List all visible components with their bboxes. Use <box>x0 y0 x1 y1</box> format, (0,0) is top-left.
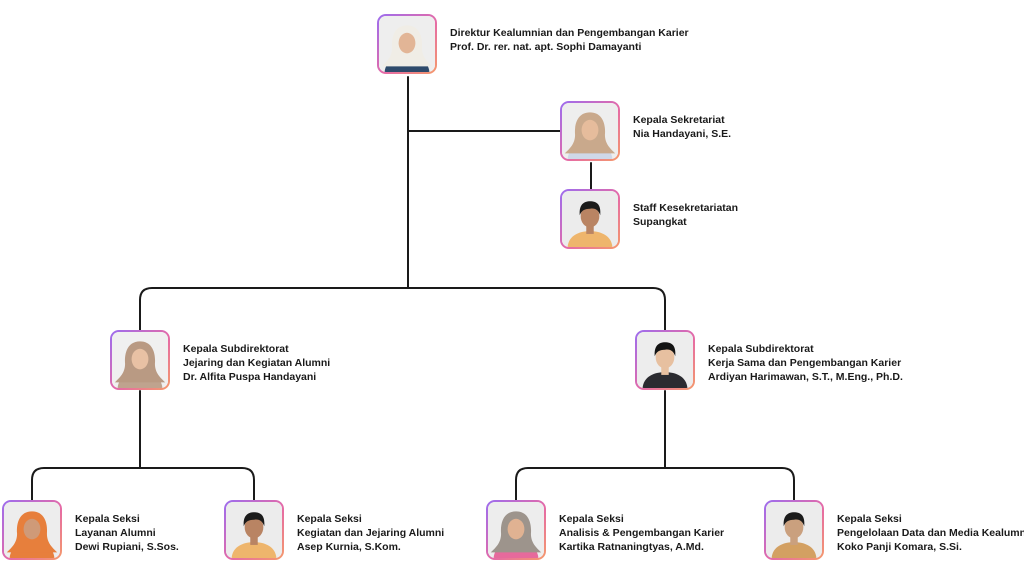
sec-alumni-service-role: Kepala Seksi <box>75 513 140 525</box>
subdir-coop-role: Kepala Subdirektorat <box>708 343 814 355</box>
portrait-illustration <box>488 502 544 558</box>
portrait-illustration <box>226 502 282 558</box>
portrait-illustration <box>766 502 822 558</box>
connector-subdir-coop-sections <box>515 390 795 501</box>
sec-analysis-name: Kartika Ratnaningtyas, A.Md. <box>559 541 704 553</box>
sec-analysis-role: Kepala Seksi <box>559 513 624 525</box>
subdir-coop-name: Ardiyan Harimawan, S.T., M.Eng., Ph.D. <box>708 371 903 383</box>
director-name: Prof. Dr. rer. nat. apt. Sophi Damayanti <box>450 41 642 53</box>
director-photo <box>377 14 437 74</box>
subdir-network-photo <box>110 330 170 390</box>
head-secretariat-name: Nia Handayani, S.E. <box>633 128 732 140</box>
sec-analysis-photo <box>486 500 546 560</box>
director-role: Direktur Kealumnian dan Pengembangan Kar… <box>450 27 689 39</box>
sec-alumni-service-name: Dewi Rupiani, S.Sos. <box>75 541 179 553</box>
portrait-illustration <box>112 332 168 388</box>
portrait-illustration <box>4 502 60 558</box>
sec-activities-role: Kepala Seksi <box>297 513 362 525</box>
staff-secretariat-photo <box>560 189 620 249</box>
staff-secretariat-role: Staff Kesekretariatan <box>633 202 739 214</box>
subdir-network-name: Dr. Alfita Puspa Handayani <box>183 371 317 383</box>
connector-subdirectorates <box>139 287 666 331</box>
staff-secretariat-name: Supangkat <box>633 216 687 228</box>
portrait-illustration <box>637 332 693 388</box>
sec-data-media-role: Kepala Seksi <box>837 513 902 525</box>
portrait-illustration <box>562 103 618 159</box>
sec-data-media-photo <box>764 500 824 560</box>
subdir-network-unit: Jejaring dan Kegiatan Alumni <box>183 357 331 369</box>
portrait-illustration <box>562 191 618 247</box>
sec-data-media-name: Koko Panji Komara, S.Si. <box>837 541 962 553</box>
sec-analysis-unit: Analisis & Pengembangan Karier <box>559 527 725 539</box>
sec-alumni-service-unit: Layanan Alumni <box>75 527 156 539</box>
sec-activities-photo <box>224 500 284 560</box>
head-secretariat-photo <box>560 101 620 161</box>
sec-data-media-unit: Pengelolaan Data dan Media Kealumnian <box>837 527 1024 539</box>
connector-subdir-network-sections <box>31 390 255 501</box>
sec-activities-unit: Kegiatan dan Jejaring Alumni <box>297 527 445 539</box>
subdir-network-role: Kepala Subdirektorat <box>183 343 289 355</box>
portrait-illustration <box>379 16 435 72</box>
subdir-coop-photo <box>635 330 695 390</box>
sec-activities-name: Asep Kurnia, S.Kom. <box>297 541 401 553</box>
head-secretariat-role: Kepala Sekretariat <box>633 114 725 126</box>
subdir-coop-unit: Kerja Sama dan Pengembangan Karier <box>708 357 902 369</box>
sec-alumni-service-photo <box>2 500 62 560</box>
